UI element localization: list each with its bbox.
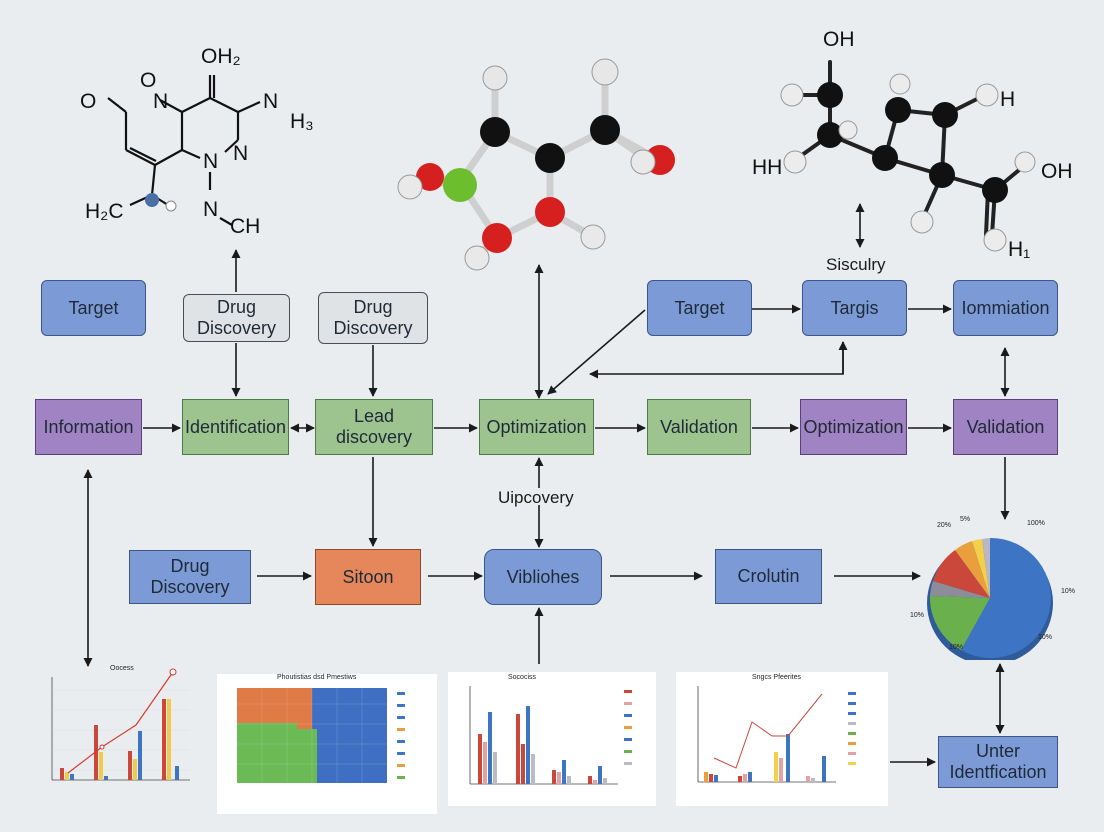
box-validation-2[interactable]: Validation [953, 399, 1058, 455]
box-lead-discovery[interactable]: Lead discovery [315, 399, 433, 455]
mol-left-h2c: H₂C [85, 200, 124, 223]
box-validation-1[interactable]: Validation [647, 399, 751, 455]
pie-label-6: 10% [1038, 634, 1053, 641]
pie-label-7: 10% [949, 644, 964, 651]
pie-label-3: 100% [1027, 520, 1045, 527]
molecule-structure-left [107, 75, 261, 226]
mol-right-h1: H₁ [1008, 238, 1031, 261]
mol-right-h: H [1000, 88, 1016, 111]
pie-label-2: 5% [960, 516, 971, 523]
mol-left-n3: N [203, 198, 219, 221]
box-optimization-1[interactable]: Optimization [479, 399, 594, 455]
mini-chart-1: Oocess [30, 665, 195, 815]
label-sisculry: Sisculry [826, 255, 886, 274]
mini-chart-4-title: Sngcs Pfeerites [752, 674, 802, 681]
pie-slice-light [982, 538, 990, 598]
pie-slice-gray [930, 581, 990, 598]
pie-chart [927, 537, 1053, 660]
mol-left-nh3-h: H₃ [290, 110, 314, 133]
pie-slice-green [929, 596, 990, 650]
mol-left-o-left: O [80, 90, 97, 113]
pie-label-1: 20% [937, 522, 952, 529]
mini-chart-1-title: Oocess [110, 665, 134, 672]
mol-left-oh2: OH₂ [201, 45, 241, 68]
mini-chart-4: Sngcs Pfeerites [676, 672, 888, 806]
pie-label-4: 10% [1061, 588, 1076, 595]
box-identification[interactable]: Identification [182, 399, 289, 455]
mol-left-ch: CH [230, 215, 261, 238]
box-drug-discovery-1[interactable]: Drug Discovery [183, 294, 290, 342]
box-drug-discovery-3[interactable]: Drug Discovery [129, 550, 251, 604]
pie-slice-yellow [972, 539, 990, 598]
molecule-3d-right [780, 60, 1036, 252]
pie-slice-red [933, 550, 990, 598]
label-uipcovery: Uipcovery [498, 488, 574, 507]
box-vibliohes[interactable]: Vibliohes [484, 549, 602, 605]
box-information[interactable]: Information [35, 399, 142, 455]
mol-right-oh: OH [1041, 160, 1073, 183]
pie-label-5: 10% [910, 612, 925, 619]
box-targis[interactable]: Targis [802, 280, 907, 336]
pie-slice-blue [961, 537, 1051, 658]
mini-chart-3-title: Socociss [508, 674, 537, 681]
mini-heatmap: Phoutistias dsd Pmestiws [217, 674, 437, 814]
mol-left-nh3-n: N [263, 90, 279, 113]
box-sitoon[interactable]: Sitoon [315, 549, 421, 605]
molecule-3d-center [397, 58, 675, 271]
box-optimization-2[interactable]: Optimization [800, 399, 907, 455]
mol-right-hh: HH [752, 156, 783, 179]
mol-left-n-ring: N [153, 90, 169, 113]
box-drug-discovery-2[interactable]: Drug Discovery [318, 292, 428, 344]
box-target-left[interactable]: Target [41, 280, 146, 336]
box-target-right[interactable]: Target [647, 280, 752, 336]
pie-slice-orange [955, 541, 990, 598]
mini-chart-3: Socociss [448, 672, 656, 806]
mol-left-n1: N [233, 142, 249, 165]
box-crolutin[interactable]: Crolutin [715, 549, 822, 604]
mol-right-oh-top: OH [823, 28, 855, 51]
box-iommiation[interactable]: Iommiation [953, 280, 1058, 336]
box-unter-identfication[interactable]: Unter Identfication [938, 736, 1058, 788]
mol-left-n2: N [203, 150, 219, 173]
mol-left-o-top: O [140, 69, 157, 92]
heatmap-title: Phoutistias dsd Pmestiws [277, 674, 357, 681]
